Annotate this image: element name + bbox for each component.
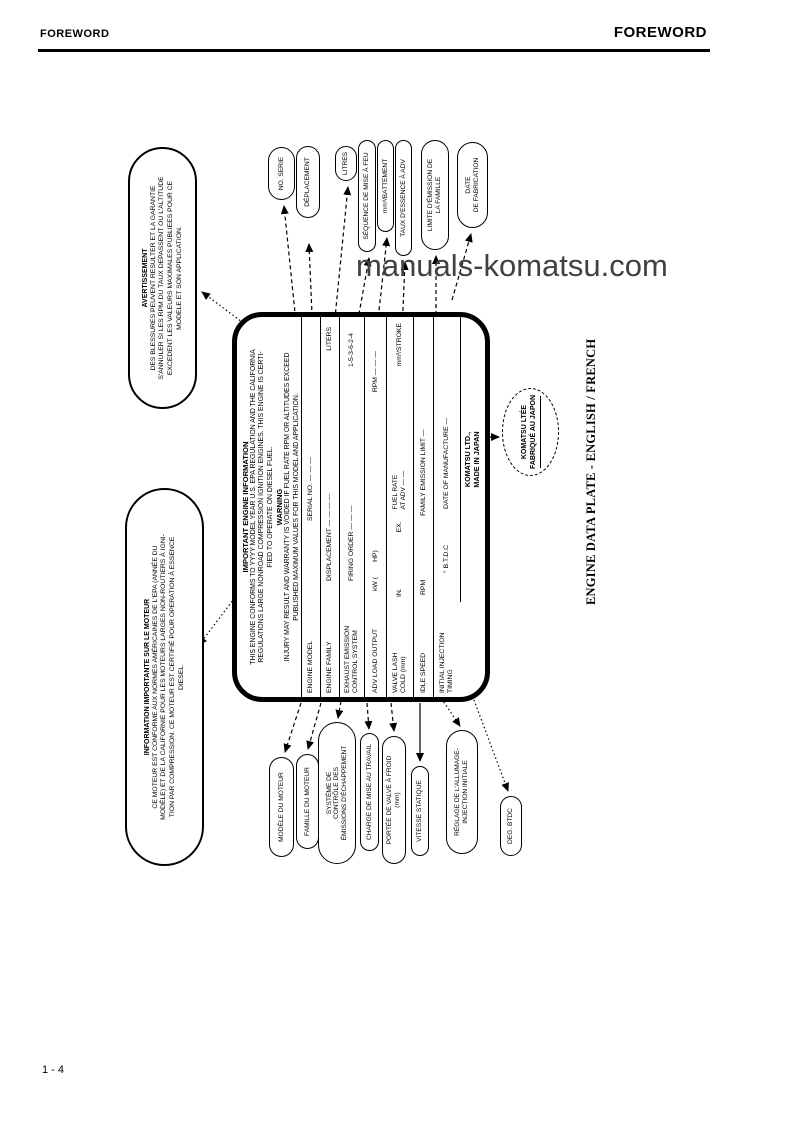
plate-row-emission-system: EXHAUST EMISSION CONTROL SYSTEM FIRING O… bbox=[339, 317, 364, 697]
callout-label: CHARGE DE MISE AU TRAVAIL bbox=[365, 744, 373, 840]
row-label: ADV LOAD OUTPUT bbox=[371, 628, 379, 693]
callout-label: DEG. BTDC bbox=[507, 808, 515, 844]
callout-limite-emission: LIMITE D'ÉMISSION DE LA FAMILLE bbox=[421, 140, 449, 250]
callout-label: SÉQUENCE DE MISE À FEU bbox=[363, 152, 371, 240]
row-label: IDLE SPEED bbox=[419, 652, 427, 693]
callout-label: MODÈLE DU MOTEUR bbox=[277, 772, 285, 842]
komatsu-stamp-text: KOMATSU LTÉE FABRIQUÉ AU JAPON bbox=[521, 394, 537, 470]
row-field: FAMILY EMISSION LIMIT — bbox=[419, 429, 427, 516]
plate-row-injection-timing: INITIAL INJECTION TIMING ° B.T.D.C DATE … bbox=[433, 317, 460, 697]
callout-date-fabrication: DATE DE FABRICATION bbox=[457, 142, 488, 228]
row-field: ° B.T.D.C bbox=[443, 544, 451, 573]
row-field: EX. bbox=[396, 521, 404, 533]
row-label: ENGINE MODEL bbox=[307, 640, 315, 693]
row-field: kW ( HP) bbox=[371, 550, 379, 591]
page-number: 1 - 4 bbox=[42, 1064, 65, 1076]
row-field: RPM — — — bbox=[371, 351, 379, 393]
header-rule bbox=[38, 49, 710, 52]
callout-litres: LITRES bbox=[335, 146, 357, 181]
avertissement-body: DES BLESSURES PEUVENT RESULTER ET LA GAR… bbox=[149, 176, 183, 380]
callout-reglage-allumage: RÉGLAGE DE L'ALLUMAGE- INJECTION INITIAL… bbox=[446, 730, 478, 854]
info-moteur-body: CE MOTEUR EST CONFORME AUX NORMES AMÉRIC… bbox=[151, 534, 185, 820]
callout-no-serie: NO. SERIE bbox=[268, 147, 295, 200]
callout-label: FAMILLE DU MOTEUR bbox=[303, 767, 311, 836]
row-field: 1-5-3-6-2-4 bbox=[348, 333, 356, 367]
info-moteur-bubble: INFORMATION IMPORTANTE SUR LE MOTEUR CE … bbox=[125, 488, 204, 866]
callout-label: LITRES bbox=[342, 151, 350, 176]
stamp-underline bbox=[540, 396, 541, 468]
callout-label: NO. SERIE bbox=[277, 156, 285, 191]
plate-maker: KOMATSU LTD., MADE IN JAPAN bbox=[462, 431, 481, 488]
row-field: DISPLACEMENT — — — — bbox=[326, 493, 334, 582]
komatsu-stamp: KOMATSU LTÉE FABRIQUÉ AU JAPON bbox=[502, 388, 559, 476]
info-moteur-title: INFORMATION IMPORTANTE SUR LE MOTEUR bbox=[143, 598, 151, 756]
callout-sequence-feu: SÉQUENCE DE MISE À FEU bbox=[358, 140, 376, 252]
plate-row-engine-family: ENGINE FAMILY DISPLACEMENT — — — — LITER… bbox=[320, 317, 339, 697]
callout-label: LIMITE D'ÉMISSION DE LA FAMILLE bbox=[427, 158, 442, 232]
callout-label: TAUX D'ESSENCE À ADV bbox=[399, 159, 407, 237]
watermark: manuals-komatsu.com bbox=[356, 248, 668, 283]
callout-deplacement: DÉPLACEMENT bbox=[296, 146, 320, 218]
engine-data-plate: IMPORTANT ENGINE INFORMATION THIS ENGINE… bbox=[232, 312, 490, 702]
callout-label: VITESSE STATIQUE bbox=[416, 780, 424, 842]
plate-row-engine-model: ENGINE MODEL SERIAL NO. — — — bbox=[301, 317, 320, 697]
row-field: FIRING ORDER — — — bbox=[348, 505, 356, 581]
plate-title: IMPORTANT ENGINE INFORMATION bbox=[241, 441, 250, 573]
callout-charge-travail: CHARGE DE MISE AU TRAVAIL bbox=[360, 733, 379, 851]
figure-caption: ENGINE DATA PLATE - ENGLISH / FRENCH bbox=[584, 338, 598, 605]
row-field: mm³/STROKE bbox=[396, 323, 404, 367]
callout-label: RÉGLAGE DE L'ALLUMAGE- INJECTION INITIAL… bbox=[454, 748, 469, 836]
row-field: LITERS bbox=[326, 327, 334, 351]
plate-row-adv-load-output: ADV LOAD OUTPUT kW ( HP) RPM — — — bbox=[364, 317, 386, 697]
row-field: SERIAL NO. — — — bbox=[307, 457, 315, 521]
avertissement-title: AVERTISSEMENT bbox=[141, 248, 149, 308]
callout-taux-essence: TAUX D'ESSENCE À ADV bbox=[395, 140, 412, 256]
callout-label: PORTÉE DE VALVE À FROID (mm) bbox=[386, 755, 401, 845]
callout-systeme-controle: SYSTÈME DE CONTRÔLE DES ÉMISSIONS D'ÉCHA… bbox=[318, 722, 356, 864]
row-field: RPM bbox=[419, 579, 427, 595]
row-field: IN. bbox=[396, 588, 404, 597]
plate-row-idle-speed: IDLE SPEED RPM FAMILY EMISSION LIMIT — bbox=[413, 317, 433, 697]
plate-footer: KOMATSU LTD., MADE IN JAPAN bbox=[460, 317, 484, 602]
plate-paragraph-2: INJURY MAY RESULT AND WARRANTY IS VOIDED… bbox=[284, 352, 300, 662]
callout-label: DATE DE FABRICATION bbox=[464, 157, 480, 213]
callout-famille-moteur: FAMILLE DU MOTEUR bbox=[296, 754, 319, 849]
callout-label: mm³/BATTEMENT bbox=[381, 158, 389, 214]
callout-portee-valve: PORTÉE DE VALVE À FROID (mm) bbox=[382, 736, 406, 864]
callout-mm3-battement: mm³/BATTEMENT bbox=[377, 140, 394, 232]
callout-vitesse-statique: VITESSE STATIQUE bbox=[411, 766, 429, 856]
plate-header: IMPORTANT ENGINE INFORMATION THIS ENGINE… bbox=[237, 317, 301, 697]
callout-label: DÉPLACEMENT bbox=[304, 157, 312, 207]
row-label: ENGINE FAMILY bbox=[326, 641, 334, 693]
row-field: FUEL RATE AT ADV — — bbox=[392, 470, 407, 510]
row-label: EXHAUST EMISSION CONTROL SYSTEM bbox=[344, 625, 359, 693]
header-left: FOREWORD bbox=[40, 28, 110, 40]
avertissement-bubble: AVERTISSEMENT DES BLESSURES PEUVENT RESU… bbox=[128, 147, 197, 409]
callout-deg-btdc: DEG. BTDC bbox=[500, 796, 522, 856]
plate-warning-title: WARNING bbox=[275, 488, 285, 526]
callout-modele-moteur: MODÈLE DU MOTEUR bbox=[269, 757, 294, 857]
callout-label: SYSTÈME DE CONTRÔLE DES ÉMISSIONS D'ÉCHA… bbox=[325, 745, 348, 841]
plate-row-valve-lash: VALVE LASH COLD (mm) IN. EX. FUEL RATE A… bbox=[386, 317, 413, 697]
row-label: VALVE LASH COLD (mm) bbox=[392, 652, 407, 693]
row-label: INITIAL INJECTION TIMING bbox=[439, 632, 454, 693]
row-field: DATE OF MANUFACTURE — bbox=[443, 417, 451, 509]
plate-paragraph-1: THIS ENGINE CONFORMS TO YYYY MODEL YEAR … bbox=[250, 349, 274, 665]
header-right: FOREWORD bbox=[613, 24, 707, 41]
